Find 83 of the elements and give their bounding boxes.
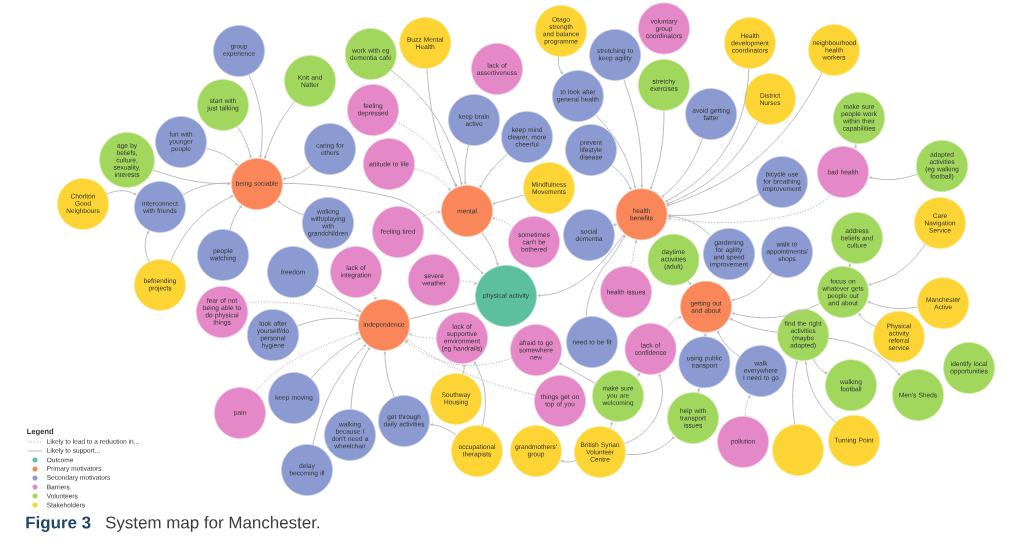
dashed-arrow (371, 291, 377, 300)
arrow (854, 143, 858, 149)
arrow (804, 361, 836, 424)
dashed-arrow (245, 301, 360, 317)
dashed-arrow (419, 210, 441, 219)
dashed-arrow (492, 217, 514, 228)
dashed-arrow (404, 340, 512, 366)
arrow (848, 263, 852, 268)
dashed-arrow (254, 332, 359, 393)
arrow (868, 243, 926, 286)
arrow (585, 235, 626, 318)
arrow (390, 69, 463, 186)
arrow (282, 165, 311, 181)
arrow (623, 373, 663, 445)
arrow (667, 215, 711, 237)
arrow (611, 165, 632, 191)
arrow (314, 284, 362, 312)
arrow (635, 372, 640, 379)
dashed-arrow (408, 333, 437, 339)
dashed-arrow (459, 280, 478, 285)
arrow (474, 361, 486, 427)
arrow (558, 362, 596, 384)
arrow (248, 74, 263, 158)
arrow (426, 68, 457, 187)
arrow (481, 231, 499, 266)
arrow (661, 137, 703, 198)
arrow (169, 195, 234, 262)
arrow (296, 317, 359, 327)
dashed-arrow (744, 395, 751, 417)
arrow (312, 344, 367, 446)
arrow (152, 169, 231, 186)
arrow (858, 313, 876, 327)
arrow (731, 272, 773, 302)
dashed-arrow (413, 168, 451, 191)
arrow (687, 280, 692, 286)
figure-caption: Figure 3 System map for Manchester. (26, 516, 320, 532)
arrow (492, 194, 525, 205)
arrow (205, 147, 239, 166)
arrow (717, 330, 741, 357)
arrow (828, 337, 901, 376)
arrow (868, 173, 918, 181)
arrow (144, 230, 150, 263)
dashed-arrow (667, 193, 831, 223)
arrow (537, 233, 626, 297)
arrow (625, 436, 675, 455)
arrow (264, 101, 295, 159)
arrow (557, 56, 564, 75)
arrow (383, 351, 395, 398)
arrow (350, 347, 371, 410)
dashed-arrow (395, 121, 458, 187)
arrow (867, 301, 919, 310)
arrow (462, 364, 466, 375)
arrow (430, 423, 457, 436)
dashed-arrow (630, 240, 638, 268)
arrow (106, 190, 137, 196)
arrow (623, 78, 644, 188)
arrow (182, 181, 231, 196)
arrow (649, 110, 665, 190)
arrow (664, 68, 750, 203)
arrow (282, 183, 484, 275)
arrow (792, 360, 799, 425)
arrow (731, 302, 821, 319)
stakeholder-circle (772, 424, 824, 476)
arrow (665, 121, 759, 205)
arrow (277, 200, 304, 216)
arrow (666, 72, 823, 207)
dashed-arrow (665, 316, 682, 329)
arrow (703, 333, 707, 337)
arrow (667, 193, 760, 217)
arrow (595, 114, 637, 189)
arrow (310, 337, 362, 379)
dashed-arrow (405, 339, 536, 396)
arrow (812, 358, 828, 374)
arrow (612, 223, 618, 227)
arrow (229, 205, 242, 231)
arrow (609, 421, 613, 429)
arrow (408, 302, 476, 320)
arrow (560, 459, 577, 463)
arrow (729, 318, 778, 333)
arrow (463, 144, 469, 185)
arrow (697, 388, 700, 394)
arrow (479, 153, 508, 189)
arrow (236, 126, 252, 159)
